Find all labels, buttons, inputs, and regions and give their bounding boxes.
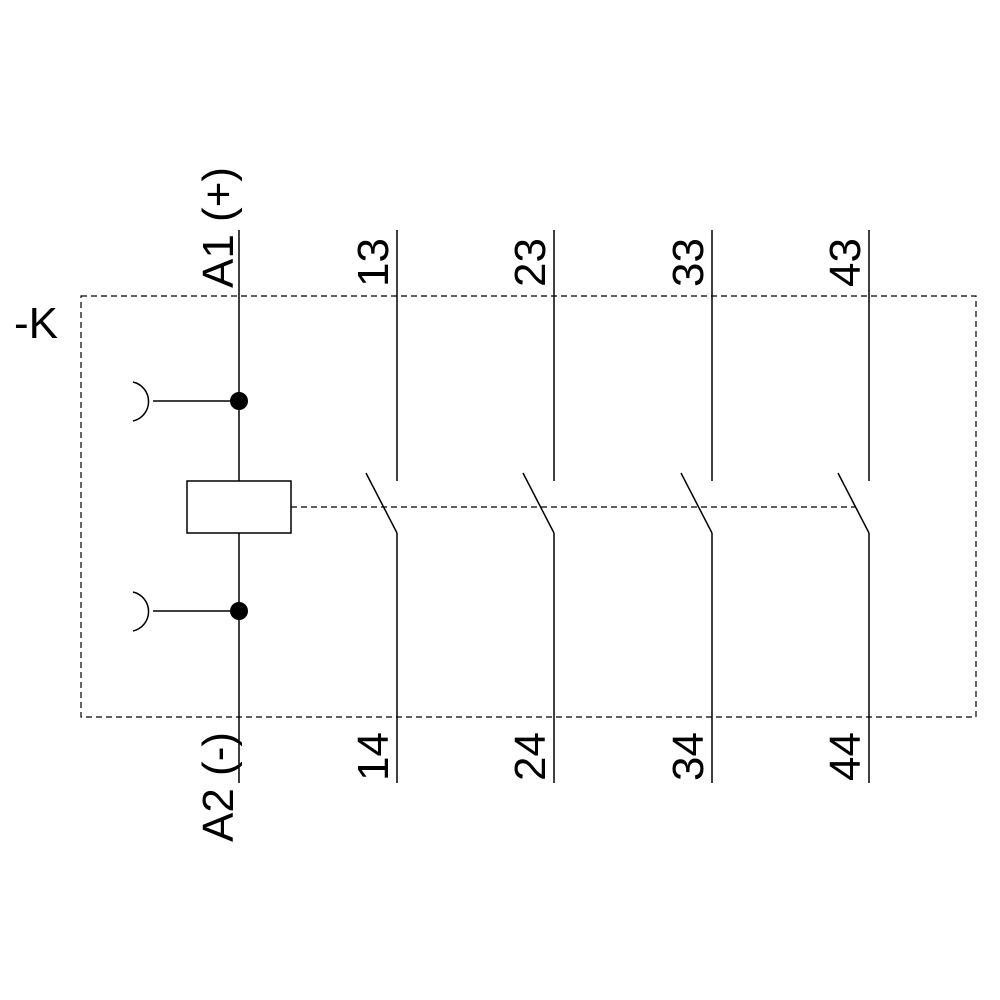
contact-4-blade: [837, 472, 870, 534]
device-label: -K: [14, 299, 58, 348]
device-enclosure: [80, 295, 977, 718]
junction-dot-top: [230, 392, 248, 410]
junction-dot-bottom: [230, 602, 248, 620]
contact-2: 23 24: [506, 230, 555, 783]
contact-4-top-label: 43: [821, 238, 870, 287]
contact-1: 13 14: [349, 230, 398, 783]
contact-2-blade: [522, 472, 555, 534]
contact-3-blade: [680, 472, 713, 534]
contact-4: 43 44: [821, 230, 870, 783]
contact-4-bottom-label: 44: [821, 732, 870, 781]
contact-2-top-label: 23: [506, 238, 555, 287]
contact-3-top-label: 33: [664, 238, 713, 287]
plug-connector-bottom-icon: [132, 591, 150, 632]
contact-3-bottom-label: 34: [664, 732, 713, 781]
contact-2-bottom-label: 24: [506, 732, 555, 781]
contact-1-top-label: 13: [349, 238, 398, 287]
plug-connector-top-icon: [132, 381, 150, 422]
contact-3: 33 34: [664, 230, 713, 783]
contact-1-bottom-label: 14: [349, 732, 398, 781]
coil-symbol: [186, 480, 292, 534]
coil-bottom-label: A2 (-): [194, 732, 243, 842]
coil-circuit: A1 (+) A2 (-): [132, 167, 292, 842]
coil-top-label: A1 (+): [194, 167, 243, 288]
contact-1-blade: [365, 472, 398, 534]
